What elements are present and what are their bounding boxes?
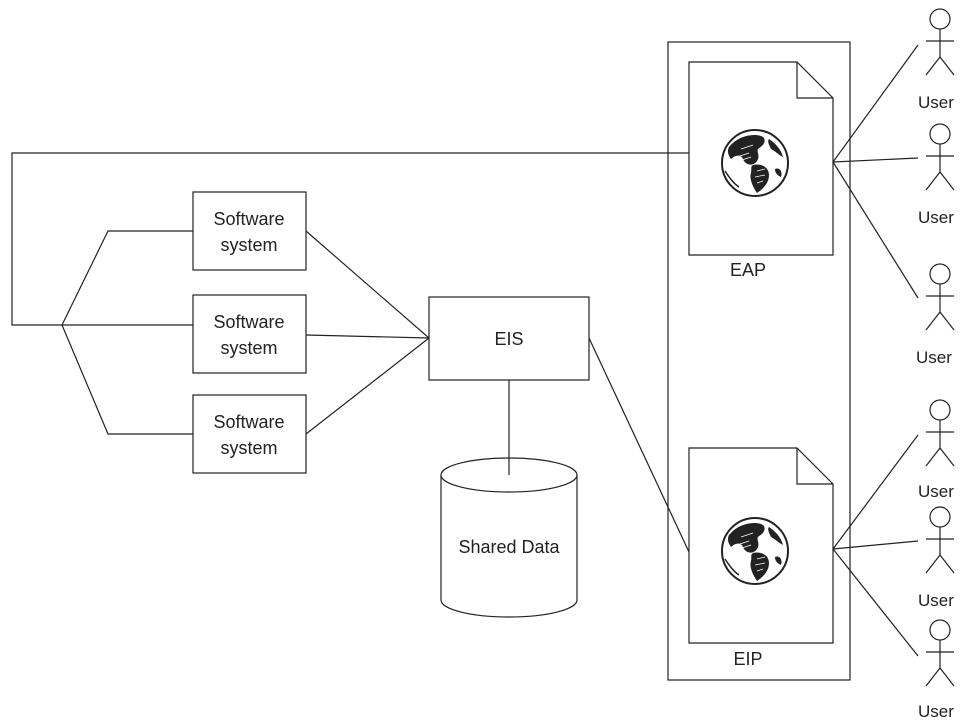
user-icon: [925, 506, 955, 574]
user-icon: [925, 123, 955, 191]
software-system-label-line1: Software: [213, 412, 284, 432]
software-system-3: Software system: [192, 394, 307, 474]
user-actor-2: User: [918, 123, 955, 227]
eis-to-eip-line: [588, 337, 690, 553]
user-label: User: [918, 591, 954, 610]
user-label: User: [918, 93, 954, 112]
user-label: User: [916, 348, 952, 367]
branch-line-bottom: [61, 324, 193, 435]
user-actor-3: User: [916, 263, 955, 367]
eap-label: EAP: [730, 260, 766, 280]
software-to-eis-line-2: [305, 334, 430, 339]
user-label: User: [918, 702, 954, 721]
user-actor-4: User: [918, 399, 955, 501]
shared-data-label: Shared Data: [458, 537, 560, 557]
software-to-eis-line-3: [305, 337, 430, 435]
software-system-label-line2: system: [220, 235, 277, 255]
eis-box: EIS: [428, 296, 590, 381]
shared-data-database: Shared Data: [440, 457, 578, 618]
eip-user-line-3: [832, 548, 919, 657]
portal-container: [667, 41, 851, 681]
globe-icon: [721, 517, 789, 585]
user-icon: [925, 619, 955, 687]
software-system-label-line2: system: [220, 338, 277, 358]
globe-icon: [721, 129, 789, 197]
eap-user-line-3: [832, 161, 919, 299]
eip-user-line-2: [832, 540, 919, 550]
software-to-eis-line-1: [305, 230, 430, 339]
user-actor-5: User: [918, 506, 955, 610]
software-system-1: Software system: [192, 191, 307, 271]
software-system-label-line2: system: [220, 438, 277, 458]
connectors: [11, 44, 919, 657]
eis-label: EIS: [494, 329, 523, 349]
user-label: User: [918, 208, 954, 227]
user-actor-1: User: [918, 8, 955, 112]
eap-portal: EAP: [688, 61, 834, 280]
user-icon: [925, 8, 955, 76]
user-icon: [925, 263, 955, 331]
user-icon: [925, 399, 955, 467]
software-system-label-line1: Software: [213, 209, 284, 229]
branch-line-top: [61, 230, 193, 326]
eap-feed-line: [11, 152, 689, 326]
eip-portal: EIP: [688, 447, 834, 669]
user-label: User: [918, 482, 954, 501]
software-system-2: Software system: [192, 294, 307, 374]
eap-user-line-2: [832, 157, 919, 163]
eip-user-line-1: [832, 434, 919, 550]
software-system-label-line1: Software: [213, 312, 284, 332]
user-actor-6: User: [918, 619, 955, 721]
eip-label: EIP: [733, 649, 762, 669]
eap-user-line-1: [832, 44, 919, 163]
